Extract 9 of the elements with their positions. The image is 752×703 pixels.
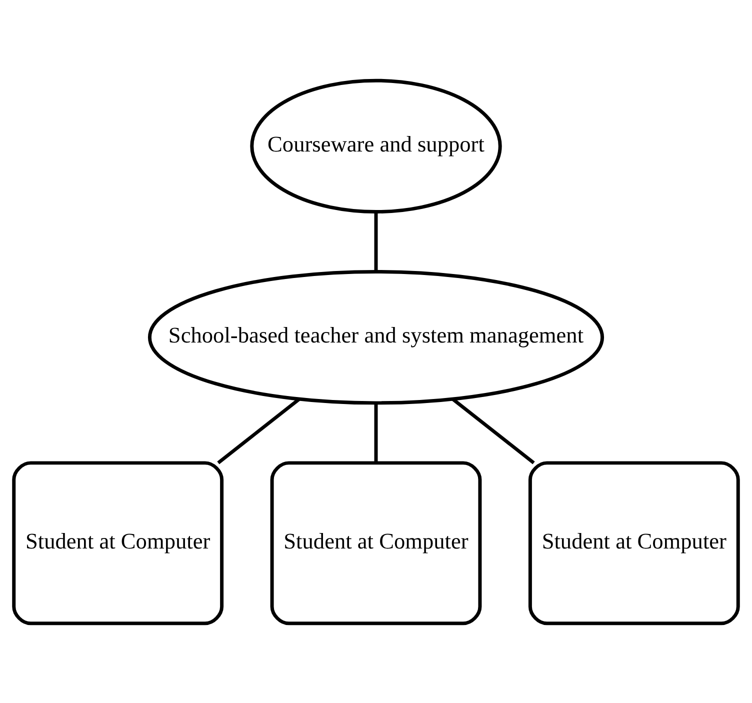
connector <box>374 402 378 462</box>
connector <box>452 397 535 464</box>
node-ellipse: Courseware and support <box>250 78 502 213</box>
node-box: Student at Computer <box>270 460 482 625</box>
node-box: Student at Computer <box>528 460 740 625</box>
connector <box>374 211 378 271</box>
node-ellipse: School-based teacher and system management <box>148 270 604 404</box>
node-box: Student at Computer <box>12 460 224 625</box>
connector <box>217 397 300 464</box>
